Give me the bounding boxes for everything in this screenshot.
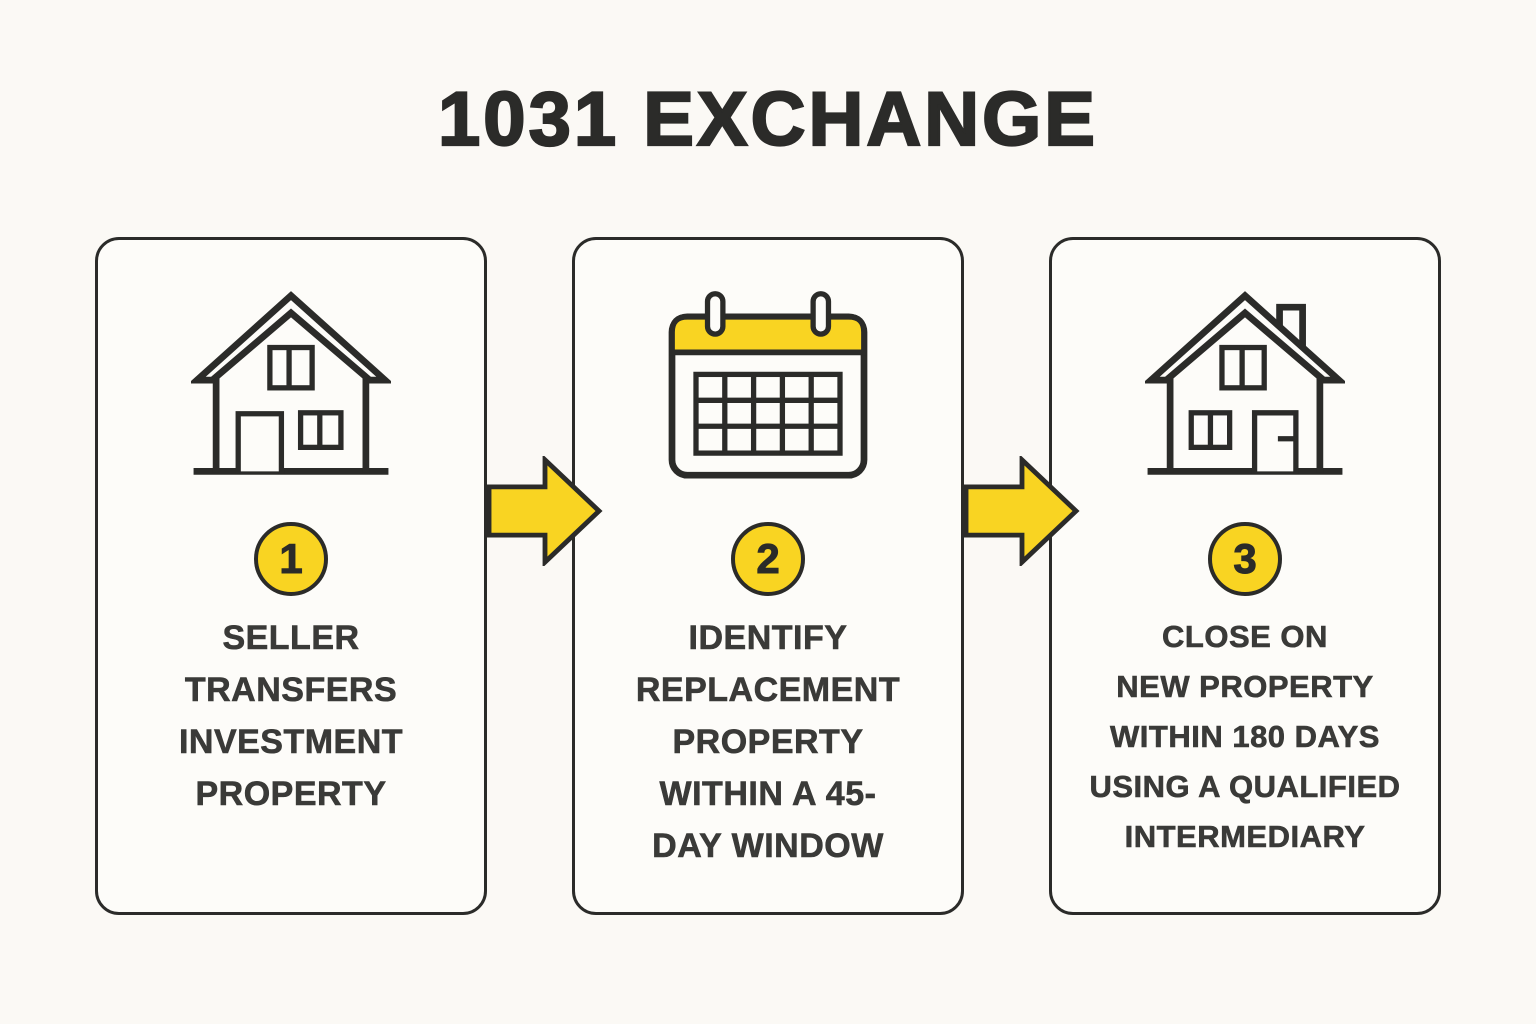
step-number-badge: 1 (254, 522, 328, 596)
step-2-icon-wrap (667, 285, 869, 480)
step-card-2: 2 IDENTIFY REPLACEMENT PROPERTY WITHIN A… (572, 237, 964, 915)
step-number: 3 (1233, 535, 1257, 582)
steps-row: 1 SELLER TRANSFERS INVESTMENT PROPERTY (95, 237, 1441, 915)
step-number-badge: 3 (1208, 522, 1282, 596)
step-number: 2 (756, 535, 780, 582)
step-number: 1 (279, 535, 303, 582)
step-1-icon-wrap (191, 285, 391, 480)
arrow-right-icon (964, 456, 1080, 566)
calendar-icon (668, 291, 868, 479)
house-icon (191, 291, 391, 475)
step-label: CLOSE ON NEW PROPERTY WITHIN 180 DAYS US… (1089, 619, 1401, 855)
house-with-chimney-icon (1145, 291, 1345, 475)
step-number-badge: 2 (731, 522, 805, 596)
step-label: SELLER TRANSFERS INVESTMENT PROPERTY (178, 619, 404, 814)
page-title: 1031 EXCHANGE (437, 76, 1098, 163)
step-card-3: 3 CLOSE ON NEW PROPERTY WITHIN 180 DAYS … (1049, 237, 1441, 915)
step-card-1: 1 SELLER TRANSFERS INVESTMENT PROPERTY (95, 237, 487, 915)
arrow-right-icon (487, 456, 603, 566)
step-label: IDENTIFY REPLACEMENT PROPERTY WITHIN A 4… (635, 619, 901, 866)
step-3-icon-wrap (1145, 285, 1345, 480)
